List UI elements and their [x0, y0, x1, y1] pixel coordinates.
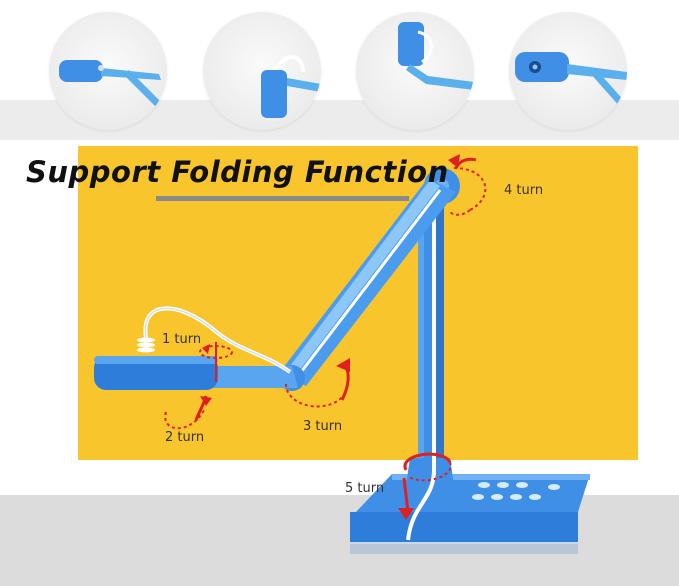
rotation-arrow-1: [199, 342, 233, 382]
head-lens-view-icon: [515, 52, 627, 108]
turn-label-5: 5 turn: [345, 481, 385, 496]
lower-arm: [210, 366, 298, 388]
coiled-cable: [137, 337, 155, 353]
turn-label-3: 3 turn: [303, 419, 343, 434]
thumbnail-2: [203, 12, 321, 130]
turn-label-1: 1 turn: [162, 332, 202, 347]
turn-label-4: 4 turn: [504, 183, 544, 198]
cable-vertical: [406, 188, 436, 541]
headline: Support Folding Function: [26, 155, 449, 189]
rotation-arrow-5: [402, 452, 452, 513]
headline-underline: [156, 196, 409, 201]
rotation-arrow-2: [164, 395, 208, 430]
thumbnail-4: [509, 12, 627, 130]
thumbnail-3: [356, 12, 474, 130]
folded-head-flat-icon: [59, 60, 167, 112]
camera-head: [94, 356, 218, 390]
base-foot: [350, 544, 578, 554]
turn-label-2: 2 turn: [165, 430, 205, 445]
base-buttons: [472, 482, 560, 500]
base-front: [350, 512, 578, 542]
head-raised-icon: [398, 22, 474, 90]
folded-head-cable-icon: [261, 55, 321, 118]
thumbnail-1: [49, 12, 167, 130]
